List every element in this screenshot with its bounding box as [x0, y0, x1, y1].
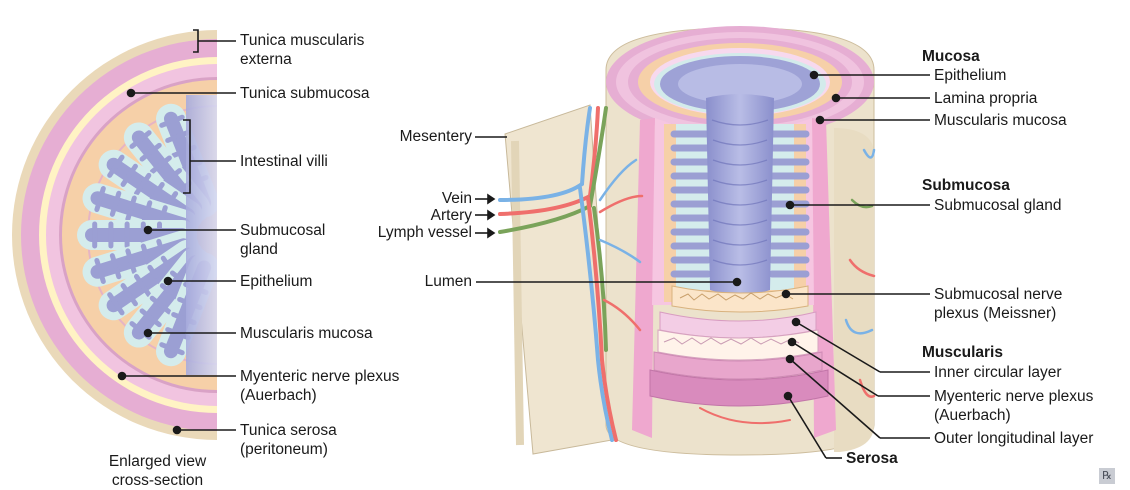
label-lumen: Lumen	[400, 272, 472, 291]
label-submucosal-gland-right: Submucosal gland	[934, 196, 1062, 215]
heading-submucosa: Submucosa	[922, 176, 1010, 195]
label-epithelium: Epithelium	[240, 272, 312, 291]
label-myenteric-plexus-right: Myenteric nerve plexus(Auerbach)	[934, 387, 1093, 425]
rx-logo-icon: ℞	[1099, 468, 1115, 484]
label-lamina-propria: Lamina propria	[934, 89, 1037, 108]
label-intestinal-villi: Intestinal villi	[240, 152, 328, 171]
label-mucosa-epithelium: Epithelium	[934, 66, 1006, 85]
label-muscularis-mucosa: Muscularis mucosa	[240, 324, 373, 343]
label-tunica-submucosa: Tunica submucosa	[240, 84, 370, 103]
label-mucosa-muscularis-mucosa: Muscularis mucosa	[934, 111, 1067, 130]
label-outer-longitudinal-layer: Outer longitudinal layer	[934, 429, 1093, 448]
label-myenteric-nerve-plexus: Myenteric nerve plexus(Auerbach)	[240, 367, 399, 405]
heading-mucosa: Mucosa	[922, 47, 980, 66]
label-mesentery: Mesentery	[380, 127, 472, 146]
intestine-tube	[500, 26, 874, 455]
heading-muscularis: Muscularis	[922, 343, 1003, 362]
label-tunica-serosa: Tunica serosa(peritoneum)	[240, 421, 337, 459]
label-lymph-vessel: Lymph vessel	[360, 223, 472, 242]
label-inner-circular-layer: Inner circular layer	[934, 363, 1062, 382]
label-serosa: Serosa	[846, 449, 898, 468]
